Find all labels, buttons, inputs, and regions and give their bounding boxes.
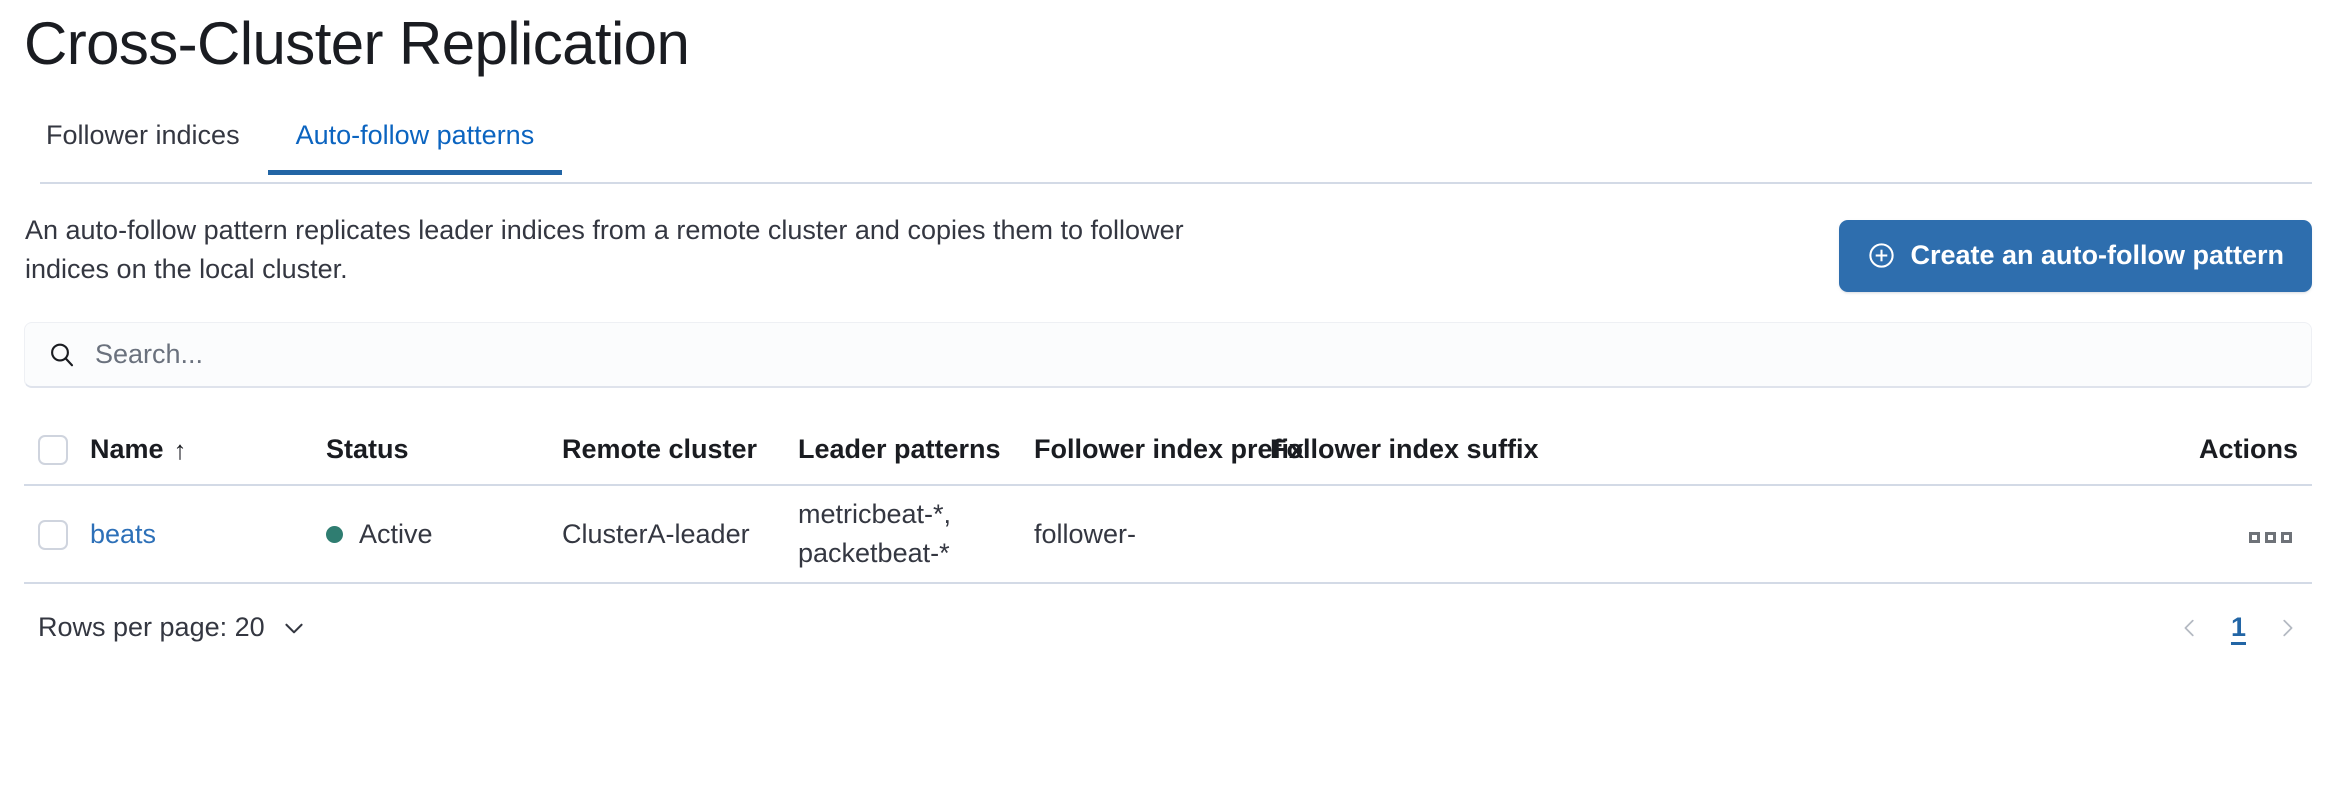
chevron-right-icon[interactable] bbox=[2276, 613, 2298, 643]
cell-follower-index-suffix bbox=[1270, 485, 1506, 584]
cell-leader-patterns: metricbeat-*, packetbeat-* bbox=[798, 485, 1034, 584]
more-actions-icon[interactable] bbox=[2243, 526, 2298, 549]
page-title: Cross-Cluster Replication bbox=[24, 10, 690, 77]
leader-pattern-line: metricbeat-*, bbox=[798, 498, 952, 529]
more-actions-dot bbox=[2249, 531, 2260, 543]
auto-follow-patterns-table: Name ↑ Status Remote cluster Leader patte… bbox=[24, 414, 2312, 584]
cell-status: Active bbox=[326, 485, 562, 584]
column-header-follower-index-prefix[interactable]: Follower index prefix bbox=[1034, 414, 1304, 486]
rows-per-page-label: Rows per page: 20 bbox=[38, 612, 265, 642]
search-input[interactable] bbox=[95, 339, 2289, 370]
column-header-actions: Actions bbox=[1506, 414, 2312, 486]
column-header-name-label: Name bbox=[90, 433, 164, 464]
status-label: Active bbox=[359, 518, 433, 549]
pattern-name-link[interactable]: beats bbox=[90, 518, 157, 549]
table-header-row: Name ↑ Status Remote cluster Leader patte… bbox=[24, 414, 2312, 486]
pagination-page-1[interactable]: 1 bbox=[2230, 612, 2246, 642]
table-footer: Rows per page: 20 1 bbox=[24, 612, 2312, 643]
chevron-left-icon[interactable] bbox=[2179, 613, 2201, 643]
tab-auto-follow-patterns[interactable]: Auto-follow patterns bbox=[267, 114, 563, 175]
search-icon bbox=[47, 340, 77, 370]
select-all-header bbox=[24, 414, 90, 486]
leader-pattern-line: packetbeat-* bbox=[798, 538, 950, 568]
more-actions-dot bbox=[2281, 531, 2292, 543]
cell-follower-index-prefix: follower- bbox=[1034, 485, 1270, 584]
rows-per-page-selector[interactable]: Rows per page: 20 bbox=[38, 612, 307, 643]
table-row[interactable]: beats Active ClusterA-leader metricbeat-… bbox=[24, 485, 2312, 584]
chevron-down-icon bbox=[281, 615, 307, 641]
tab-follower-indices[interactable]: Follower indices bbox=[24, 114, 268, 175]
create-auto-follow-pattern-button[interactable]: Create an auto-follow pattern bbox=[1839, 220, 2312, 292]
search-bar[interactable] bbox=[24, 322, 2312, 388]
cell-remote-cluster: ClusterA-leader bbox=[562, 485, 798, 584]
plus-in-circle-icon bbox=[1867, 241, 1896, 270]
tab-bar: Follower indices Auto-follow patterns bbox=[24, 114, 2312, 184]
column-header-remote-cluster[interactable]: Remote cluster bbox=[562, 414, 798, 486]
column-header-name[interactable]: Name ↑ bbox=[90, 414, 326, 486]
intro-section: An auto-follow pattern replicates leader… bbox=[24, 211, 2312, 292]
column-header-follower-index-suffix[interactable]: Follower index suffix bbox=[1270, 414, 1539, 486]
column-header-status[interactable]: Status bbox=[326, 414, 562, 486]
tab-bar-divider bbox=[40, 182, 2312, 184]
intro-description: An auto-follow pattern replicates leader… bbox=[25, 215, 1184, 284]
cell-name: beats bbox=[90, 485, 326, 584]
cell-actions bbox=[1506, 485, 2312, 584]
column-header-leader-patterns[interactable]: Leader patterns bbox=[798, 414, 1034, 486]
more-actions-dot bbox=[2265, 531, 2276, 543]
table-body: beats Active ClusterA-leader metricbeat-… bbox=[24, 485, 2312, 584]
status-indicator-dot bbox=[326, 525, 343, 543]
sort-ascending-icon: ↑ bbox=[173, 434, 187, 465]
pagination: 1 bbox=[2179, 612, 2298, 643]
row-select-cell bbox=[24, 485, 90, 584]
row-checkbox[interactable] bbox=[38, 519, 68, 550]
select-all-checkbox[interactable] bbox=[38, 434, 68, 465]
create-button-label: Create an auto-follow pattern bbox=[1910, 240, 2284, 270]
table-header: Name ↑ Status Remote cluster Leader patte… bbox=[24, 414, 2312, 486]
